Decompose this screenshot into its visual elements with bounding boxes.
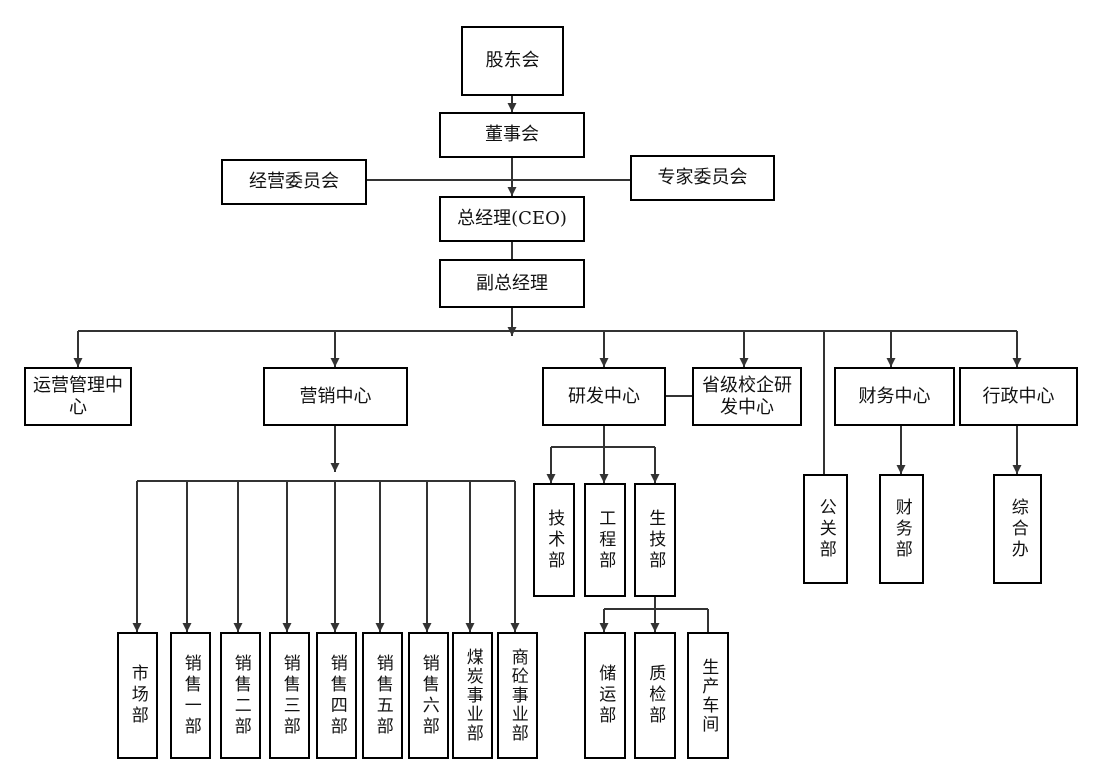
- node-market-dept: 市场部: [117, 632, 158, 759]
- node-workshop: 生产车间: [687, 632, 729, 759]
- node-sales-5: 销售五部: [362, 632, 403, 759]
- node-storage-dept: 储运部: [584, 632, 626, 759]
- node-engineering-dept: 工程部: [584, 483, 626, 597]
- node-production-tech-dept: 生技部: [634, 483, 676, 597]
- node-rd-center: 研发中心: [542, 367, 666, 426]
- node-board: 董事会: [439, 112, 585, 158]
- node-concrete-division: 商砼事业部: [497, 632, 538, 759]
- node-sales-4: 销售四部: [316, 632, 357, 759]
- node-finance-center: 财务中心: [834, 367, 955, 426]
- node-pr-dept: 公关部: [803, 474, 848, 584]
- node-sales-6: 销售六部: [408, 632, 449, 759]
- node-coal-division: 煤炭事业部: [452, 632, 493, 759]
- node-sales-2: 销售二部: [220, 632, 261, 759]
- node-qc-dept: 质检部: [634, 632, 676, 759]
- node-expert-committee: 专家委员会: [630, 155, 775, 201]
- node-admin-center: 行政中心: [959, 367, 1078, 426]
- node-sales-1: 销售一部: [170, 632, 211, 759]
- node-shareholders: 股东会: [461, 26, 564, 96]
- node-ops-center: 运营管理中心: [24, 367, 132, 426]
- node-finance-dept: 财务部: [879, 474, 924, 584]
- node-operations-committee: 经营委员会: [221, 159, 367, 205]
- node-marketing-center: 营销中心: [263, 367, 408, 426]
- node-ceo: 总经理(CEO): [439, 196, 585, 242]
- node-general-office: 综合办: [993, 474, 1042, 584]
- node-tech-dept: 技术部: [533, 483, 575, 597]
- node-provincial-rd: 省级校企研发中心: [692, 367, 802, 426]
- node-vice-gm: 副总经理: [439, 259, 585, 308]
- node-sales-3: 销售三部: [269, 632, 310, 759]
